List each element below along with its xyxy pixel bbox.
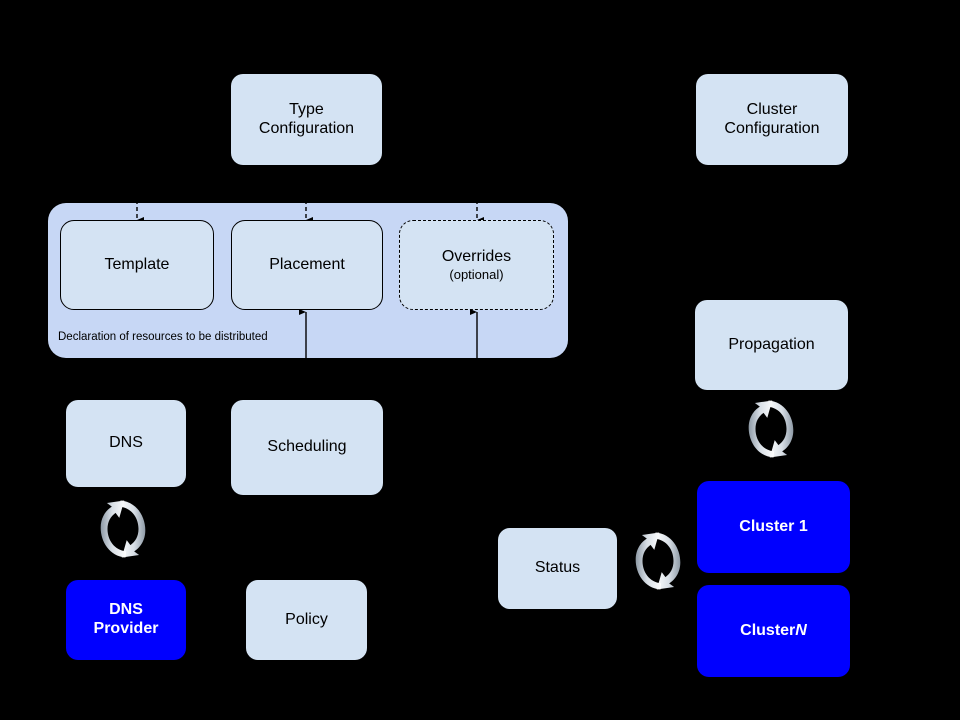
node-type-configuration[interactable]: Type Configuration bbox=[231, 74, 382, 165]
node-placement[interactable]: Placement bbox=[231, 220, 383, 310]
panel-caption: Declaration of resources to be distribut… bbox=[58, 331, 268, 343]
node-status[interactable]: Status bbox=[498, 528, 617, 609]
node-cluster-n-suffix: N bbox=[795, 621, 807, 639]
node-overrides[interactable]: Overrides (optional) bbox=[399, 220, 554, 310]
node-cluster-n[interactable]: Cluster N bbox=[697, 585, 850, 677]
sync-dns-to-dns-provider bbox=[100, 500, 146, 558]
node-propagation[interactable]: Propagation bbox=[695, 300, 848, 390]
node-dns[interactable]: DNS bbox=[66, 400, 186, 487]
node-scheduling[interactable]: Scheduling bbox=[231, 400, 383, 495]
node-cluster-configuration[interactable]: Cluster Configuration bbox=[696, 74, 848, 165]
node-cluster-n-prefix: Cluster bbox=[740, 621, 796, 639]
node-overrides-sublabel: (optional) bbox=[449, 266, 504, 282]
node-cluster-1[interactable]: Cluster 1 bbox=[697, 481, 850, 573]
node-policy[interactable]: Policy bbox=[246, 580, 367, 660]
node-dns-provider[interactable]: DNS Provider bbox=[66, 580, 186, 660]
node-overrides-label: Overrides bbox=[441, 247, 512, 265]
sync-propagation-to-cluster-1 bbox=[748, 400, 794, 458]
node-template[interactable]: Template bbox=[60, 220, 214, 310]
sync-status-to-clusters bbox=[635, 532, 681, 590]
